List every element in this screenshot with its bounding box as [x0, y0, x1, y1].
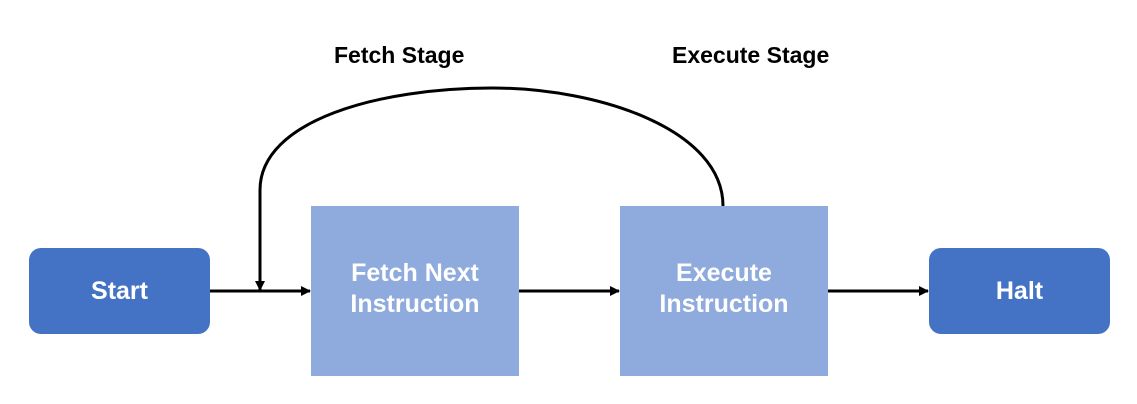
execute-stage-label: Execute Stage — [672, 42, 830, 68]
fetch-node-label-line2: Instruction — [350, 290, 480, 318]
execute-instruction-node: Execute Instruction — [620, 206, 828, 376]
start-node-label: Start — [91, 276, 148, 305]
fetch-node-label-line1: Fetch Next — [351, 259, 479, 287]
execute-node-label-line1: Execute — [676, 259, 772, 287]
fetch-stage-label: Fetch Stage — [334, 42, 465, 68]
execute-node-label-line2: Instruction — [659, 290, 789, 318]
halt-node: Halt — [929, 248, 1110, 334]
fetch-next-instruction-node: Fetch Next Instruction — [311, 206, 519, 376]
start-node: Start — [29, 248, 210, 334]
halt-node-label: Halt — [995, 276, 1044, 305]
